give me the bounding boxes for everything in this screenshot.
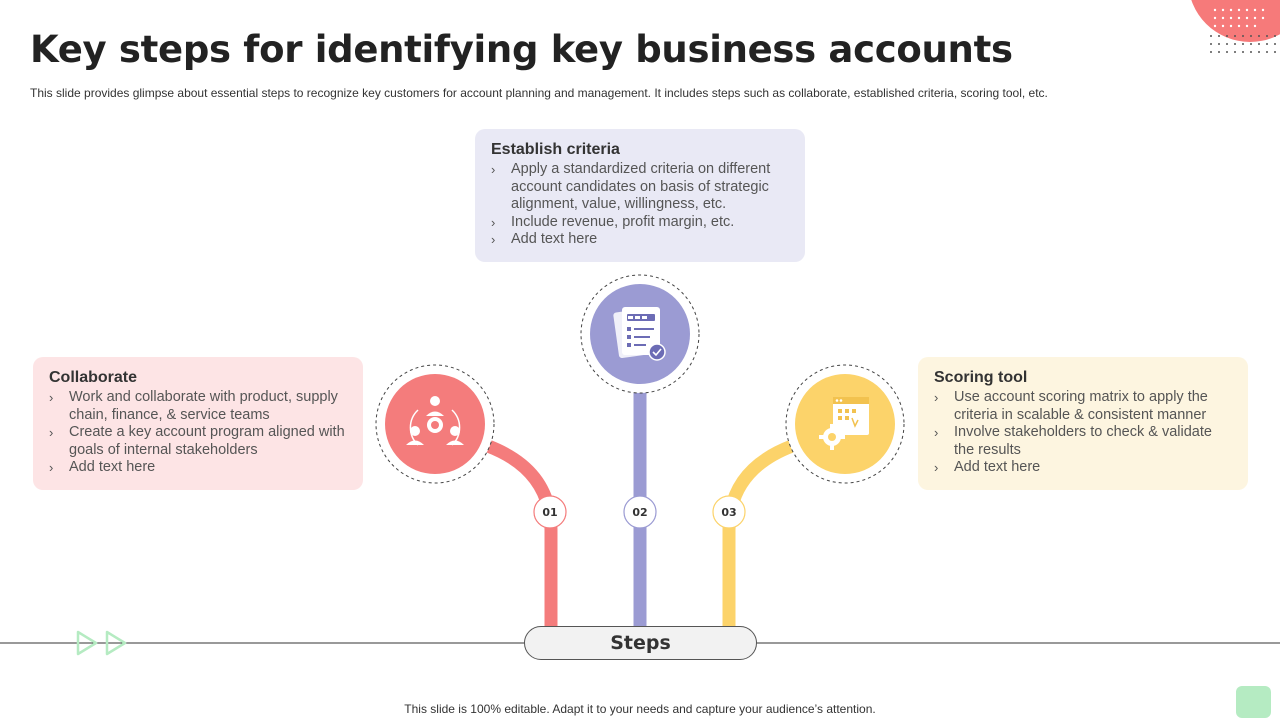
- chevron-right-icon: ›: [491, 162, 496, 177]
- card-collaborate-heading: Collaborate: [49, 369, 138, 386]
- stem-03: [722, 439, 795, 630]
- checklist-document-icon: [613, 307, 666, 361]
- card-establish-heading: Establish criteria: [491, 141, 620, 158]
- steps-label: Steps: [524, 626, 757, 660]
- chevron-right-icon: ›: [934, 390, 939, 405]
- chevron-right-icon: ›: [49, 425, 54, 440]
- footer-note: This slide is 100% editable. Adapt it to…: [404, 702, 876, 716]
- step-number-02: 02: [623, 495, 657, 529]
- card-scoring-heading: Scoring tool: [934, 369, 1028, 386]
- step-number-02-label: 02: [632, 506, 647, 519]
- step-number-01-label: 01: [542, 506, 557, 519]
- corner-decoration: [1191, 0, 1280, 53]
- browser-gear-icon: [819, 397, 869, 450]
- collaborate-icon-circle: [375, 364, 495, 484]
- chevron-right-icon: ›: [49, 460, 54, 475]
- step-number-03-label: 03: [721, 506, 736, 519]
- chevron-right-icon: ›: [491, 214, 496, 230]
- card-collaborate-bullets: ›Work and collaborate with product, supp…: [49, 389, 347, 477]
- card-scoring-tool: Scoring tool ›Use account scoring matrix…: [918, 357, 1248, 490]
- corner-dot-grid: [1213, 8, 1265, 28]
- list-item: ›Work and collaborate with product, supp…: [49, 389, 338, 423]
- card-collaborate: Collaborate ›Work and collaborate with p…: [33, 357, 363, 490]
- corner-dot-grid-dark: [1210, 35, 1276, 53]
- list-item: ›Apply a standardized criteria on differ…: [491, 161, 771, 212]
- page-title: Key steps for identifying key business a…: [30, 28, 1013, 71]
- list-item: ›Add text here: [49, 459, 156, 475]
- chevron-right-icon: ›: [49, 390, 54, 405]
- chevron-right-icon: ›: [934, 460, 939, 475]
- team-gear-icon: [406, 396, 464, 446]
- chevron-right-icon: ›: [491, 232, 496, 247]
- list-item: ›Include revenue, profit margin, etc.: [491, 213, 735, 230]
- step-number-01: 01: [533, 495, 567, 529]
- chevron-right-icon: ›: [934, 425, 939, 440]
- list-item: ›Create a key account program aligned wi…: [49, 424, 345, 458]
- play-arrows-decoration: [76, 630, 127, 656]
- list-item: ›Involve stakeholders to check & validat…: [934, 424, 1212, 458]
- scoring-icon-circle: [785, 364, 905, 484]
- list-item: ›Add text here: [934, 459, 1041, 475]
- card-establish-bullets: ›Apply a standardized criteria on differ…: [491, 161, 789, 249]
- green-square-decoration: [1236, 686, 1271, 718]
- list-item: ›Add text here: [491, 231, 598, 247]
- card-establish-criteria: Establish criteria ›Apply a standardized…: [475, 129, 805, 262]
- card-scoring-bullets: ›Use account scoring matrix to apply the…: [934, 389, 1232, 477]
- stem-01: [485, 439, 558, 630]
- corner-circle: [1191, 0, 1280, 42]
- list-item: ›Use account scoring matrix to apply the…: [934, 389, 1208, 423]
- page-subtitle: This slide provides glimpse about essent…: [30, 86, 1048, 100]
- establish-icon-circle: [580, 274, 700, 394]
- step-number-03: 03: [712, 495, 746, 529]
